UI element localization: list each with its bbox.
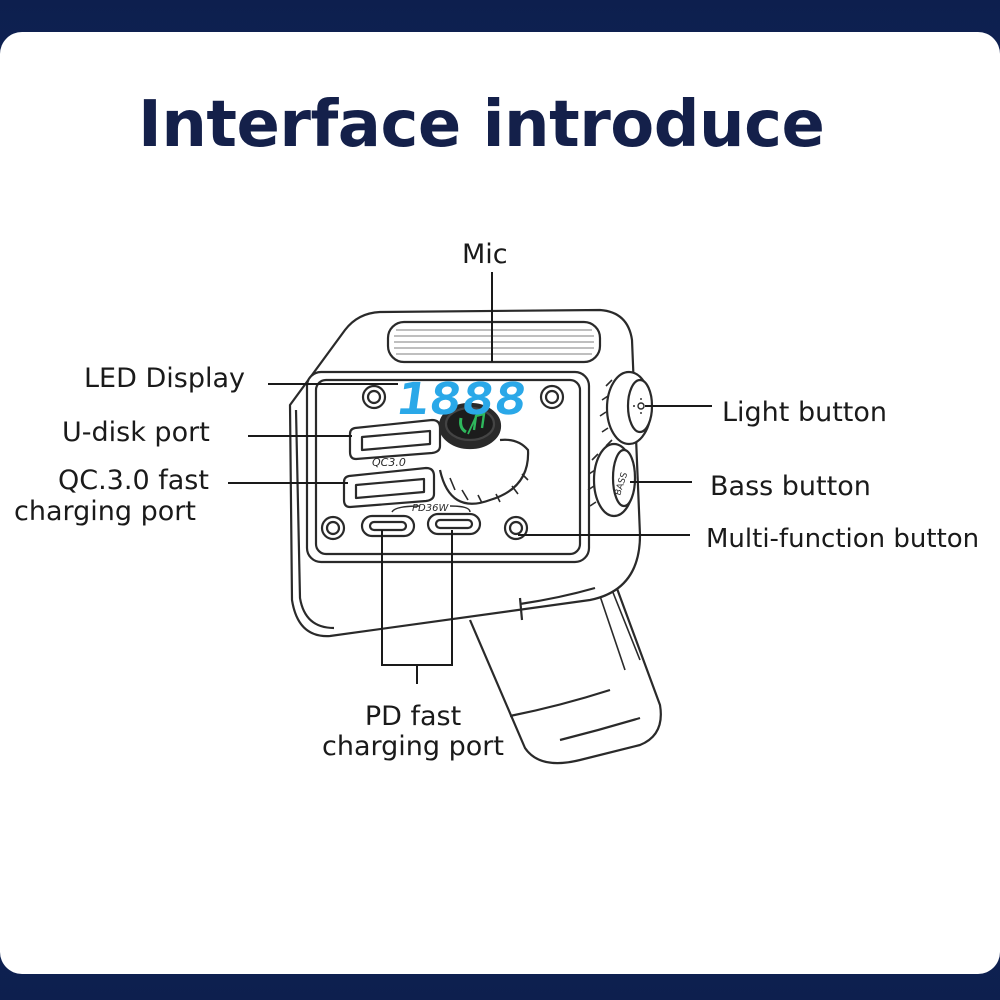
pd-marking: PD36W <box>412 503 449 514</box>
qc-port-label-line2: charging port <box>14 496 196 527</box>
pd-port-label-line1: PD fast <box>364 701 462 732</box>
led-display-digits: 1888 <box>393 374 530 425</box>
bass-button-label: Bass button <box>710 471 871 502</box>
screw-top-right <box>539 384 565 410</box>
qc-port <box>342 466 436 509</box>
qc-marking: QC3.0 <box>372 456 406 469</box>
mic-label: Mic <box>462 239 508 270</box>
light-knob <box>599 370 654 447</box>
u-disk-port-label: U-disk port <box>62 417 210 448</box>
pd-port-right <box>426 512 482 536</box>
pd-leader <box>381 530 453 684</box>
multi-function-knob <box>438 402 530 505</box>
led-display-label: LED Display <box>84 363 245 394</box>
screw-bottom-right <box>503 515 529 541</box>
pd-port-left <box>360 514 416 538</box>
qc-port-label-line1: QC.3.0 fast <box>58 465 209 496</box>
mic-grille <box>386 320 602 364</box>
light-button-label: Light button <box>722 397 888 428</box>
car-plug <box>468 574 662 765</box>
phone-music-icon <box>459 411 486 435</box>
multi-function-button-label: Multi-function button <box>706 524 980 554</box>
page-title: Interface introduce <box>138 88 825 162</box>
pd-port-label-line2: charging port <box>322 731 504 762</box>
bass-knob <box>587 442 637 518</box>
screw-top-left <box>361 384 387 410</box>
sun-icon <box>633 398 649 414</box>
screw-bottom-left <box>320 515 346 541</box>
